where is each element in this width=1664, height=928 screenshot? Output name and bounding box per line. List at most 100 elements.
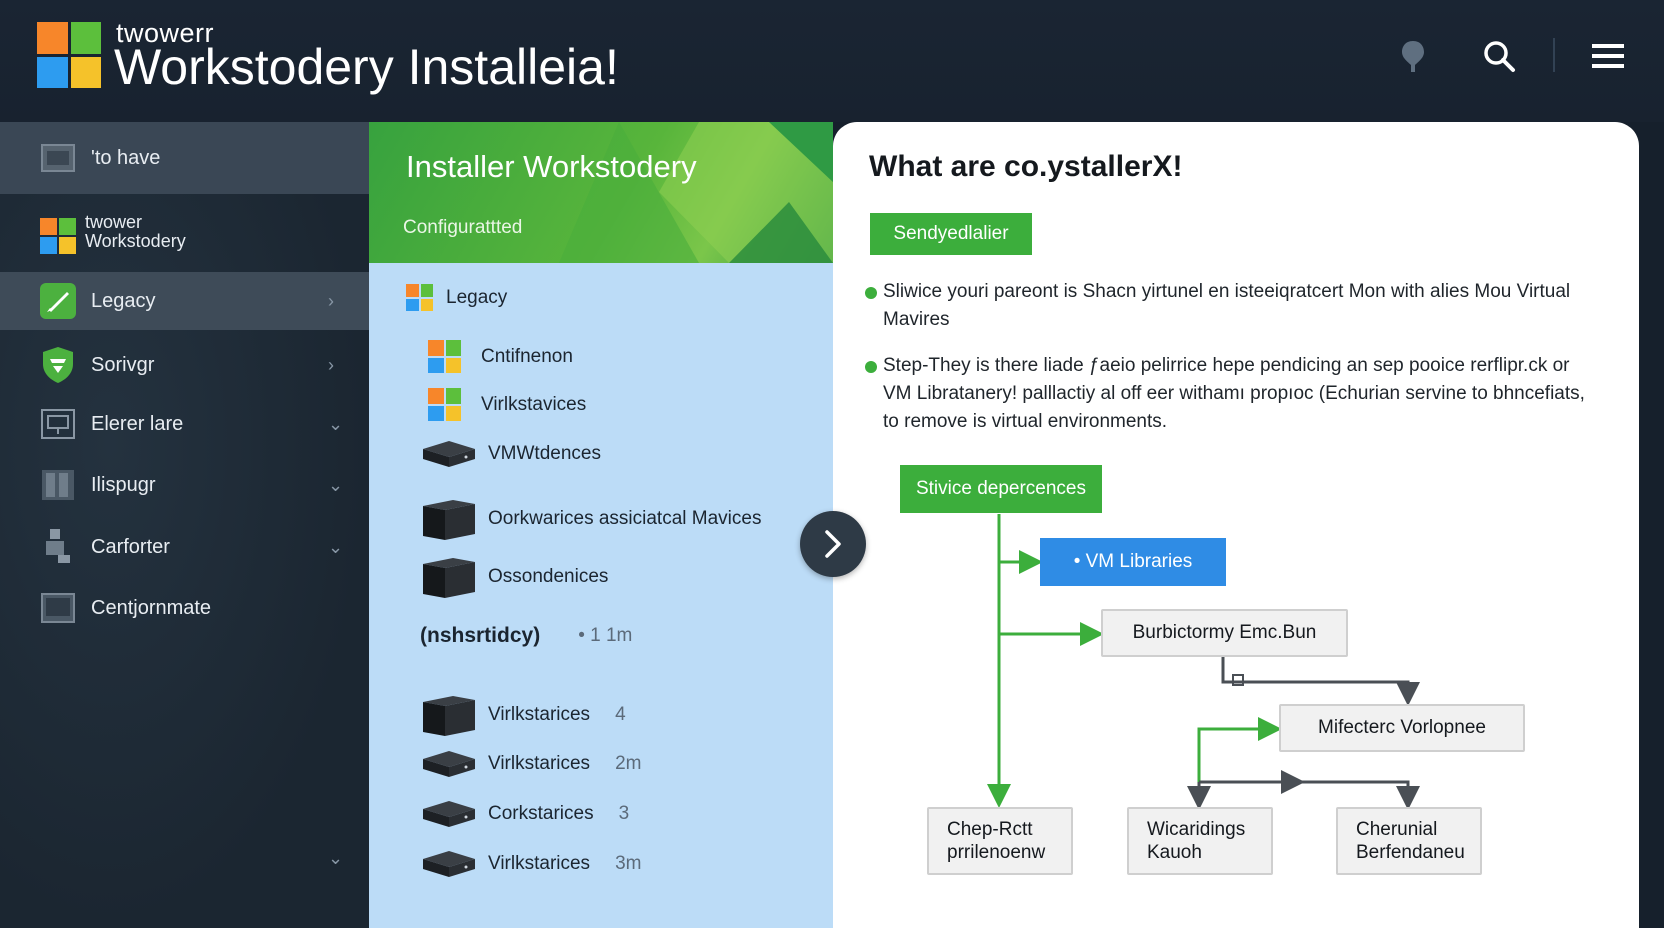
shield-icon bbox=[40, 347, 76, 383]
sidebar-brand[interactable]: twower Workstodery bbox=[0, 200, 369, 272]
installer-panel: Installer Workstodery Configurattted Leg… bbox=[369, 122, 833, 928]
diagram-leaf-node[interactable]: Cherunial Berfendaneu bbox=[1336, 807, 1482, 875]
row-value: 3 bbox=[618, 803, 630, 824]
list-item[interactable]: Cntifnenon bbox=[428, 340, 573, 373]
chevron-down-icon: ⌄ bbox=[328, 536, 344, 557]
chevron-right-icon bbox=[825, 530, 841, 558]
app-title: Workstodery Installeia! bbox=[114, 39, 619, 95]
columns-icon bbox=[40, 467, 76, 503]
list-item-label: Virlkstavices bbox=[481, 393, 587, 415]
row-label: Corkstarices bbox=[488, 803, 594, 824]
bullet-item: Step-They is there liade ƒaeio pelirrice… bbox=[865, 352, 1595, 436]
brush-icon bbox=[40, 283, 76, 319]
diagram-leaf-node[interactable]: Chep-Rctt prrilenoenw bbox=[927, 807, 1073, 875]
list-item[interactable]: Virlkstavices bbox=[428, 388, 586, 421]
sidebar-item-label: Carforter bbox=[91, 535, 170, 558]
table-row[interactable]: Virlkstarices 4 bbox=[419, 692, 626, 738]
server-flat-icon bbox=[423, 851, 475, 877]
menu-icon[interactable] bbox=[1588, 36, 1628, 76]
server-flat-icon bbox=[423, 801, 475, 827]
diagram-node-b[interactable]: Mifecterc Vorlopnee bbox=[1279, 704, 1525, 752]
row-value: 2m bbox=[615, 753, 642, 774]
pin-icon[interactable] bbox=[1393, 36, 1433, 76]
list-item[interactable]: Ossondenices bbox=[419, 554, 608, 600]
chevron-down-icon: ⌄ bbox=[328, 413, 344, 434]
sidebar-item-label: Elerer lare bbox=[91, 412, 184, 435]
installer-subtitle: Configurattted bbox=[403, 217, 523, 238]
connector-icon bbox=[40, 529, 76, 565]
installer-title: Installer Workstodery bbox=[406, 149, 697, 184]
windows-logo-icon bbox=[406, 284, 433, 311]
sidebar-item-elerer-lare[interactable]: Elerer lare ⌄ bbox=[0, 395, 369, 453]
server-box-icon bbox=[423, 696, 475, 736]
windows-logo-icon bbox=[428, 340, 461, 373]
info-title: What are co.ystallerX! bbox=[869, 150, 1183, 183]
server-box-icon bbox=[423, 558, 475, 598]
sidebar-item-ilispugr[interactable]: Ilispugr ⌄ bbox=[0, 456, 369, 514]
brand-line-2: Workstodery bbox=[85, 231, 186, 251]
row-label: Virlkstarices bbox=[488, 853, 591, 874]
send-button[interactable]: Sendyedlalier bbox=[870, 213, 1032, 255]
brand-line-1: twower bbox=[85, 212, 143, 232]
list-item[interactable]: Oorkwarices assiciatcal Mavices bbox=[419, 496, 761, 542]
sidebar-item-label: Sorivgr bbox=[91, 353, 155, 376]
list-item-label: VMWtdences bbox=[488, 443, 601, 464]
leaf-line-1: Cherunial bbox=[1356, 819, 1438, 840]
info-panel: What are co.ystallerX! Sendyedlalier Sli… bbox=[833, 122, 1639, 928]
row-label: Virlkstarices bbox=[488, 753, 591, 774]
brand-logo-icon bbox=[40, 218, 76, 254]
table-row[interactable]: Virlkstarices 3m bbox=[419, 847, 641, 881]
windows-logo-icon bbox=[428, 388, 461, 421]
app-subtitle: twowerr bbox=[116, 18, 215, 48]
sidebar-item-legacy[interactable]: Legacy › bbox=[0, 272, 369, 330]
summary-label: (nshsrtidcy) bbox=[420, 624, 541, 647]
vm-libraries-node[interactable]: • VM Libraries bbox=[1040, 538, 1226, 586]
chevron-right-icon: › bbox=[328, 354, 334, 375]
leaf-line-2: Berfendaneu bbox=[1356, 842, 1465, 863]
section-legacy[interactable]: Legacy bbox=[406, 284, 507, 311]
leaf-line-1: Chep-Rctt bbox=[947, 819, 1033, 840]
diagram-node-a[interactable]: Burbictormy Emc.Bun bbox=[1101, 609, 1348, 657]
server-flat-icon bbox=[423, 751, 475, 777]
bullet-dot bbox=[865, 361, 877, 373]
dependency-diagram bbox=[987, 514, 1420, 810]
server-flat-icon bbox=[423, 441, 475, 467]
chevron-right-icon: › bbox=[328, 290, 334, 311]
list-item-label: Ossondenices bbox=[488, 566, 609, 587]
diagram-leaf-node[interactable]: Wicaridings Kauoh bbox=[1127, 807, 1273, 875]
summary-row: (nshsrtidcy) • 1 1m bbox=[420, 624, 632, 648]
installer-banner: Installer Workstodery Configurattted bbox=[369, 122, 833, 263]
row-value: 3m bbox=[615, 853, 642, 874]
window-icon bbox=[40, 140, 76, 176]
sidebar-item-to-have[interactable]: 'to have bbox=[0, 122, 369, 194]
sidebar-item-carforter[interactable]: Carforter ⌄ bbox=[0, 518, 369, 576]
sidebar-item-sorivgr[interactable]: Sorivgr › bbox=[0, 336, 369, 394]
sidebar-item-label: Ilispugr bbox=[91, 473, 156, 496]
row-value: 4 bbox=[615, 704, 626, 725]
table-row[interactable]: Virlkstarices 2m bbox=[419, 747, 641, 781]
server-box-icon bbox=[423, 500, 475, 540]
leaf-line-1: Wicaridings bbox=[1147, 819, 1246, 840]
chevron-down-icon: ⌄ bbox=[328, 474, 344, 495]
bullet-item: Sliwice youri pareont is Shacn yirtunel … bbox=[865, 278, 1595, 334]
brand-name: twower Workstodery bbox=[85, 213, 186, 251]
next-button[interactable] bbox=[800, 511, 866, 577]
app-logo-icon bbox=[37, 22, 101, 88]
list-item[interactable]: VMWtdences bbox=[419, 437, 601, 471]
monitor-icon bbox=[40, 590, 76, 626]
sidebar-item-centjornmate[interactable]: Centjornmate bbox=[0, 579, 369, 637]
sidebar: 'to have twower Workstodery Legacy › Sor… bbox=[0, 122, 369, 928]
row-label: Virlkstarices bbox=[488, 704, 591, 725]
search-icon[interactable] bbox=[1479, 36, 1519, 76]
service-dependencies-node[interactable]: Stivice depercences bbox=[900, 465, 1102, 513]
summary-value: • 1 1m bbox=[578, 625, 633, 646]
chevron-down-icon[interactable]: ⌄ bbox=[328, 848, 344, 868]
section-label: Legacy bbox=[446, 286, 508, 308]
bullet-text: Step-They is there liade ƒaeio pelirrice… bbox=[883, 355, 1585, 432]
app-header: twowerr Workstodery Installeia! bbox=[0, 0, 1664, 122]
table-row[interactable]: Corkstarices 3 bbox=[419, 797, 629, 831]
bullet-text: Sliwice youri pareont is Shacn yirtunel … bbox=[883, 281, 1571, 330]
leaf-line-2: prrilenoenw bbox=[947, 842, 1046, 863]
bullet-dot bbox=[865, 287, 877, 299]
list-item-label: Cntifnenon bbox=[481, 345, 573, 367]
